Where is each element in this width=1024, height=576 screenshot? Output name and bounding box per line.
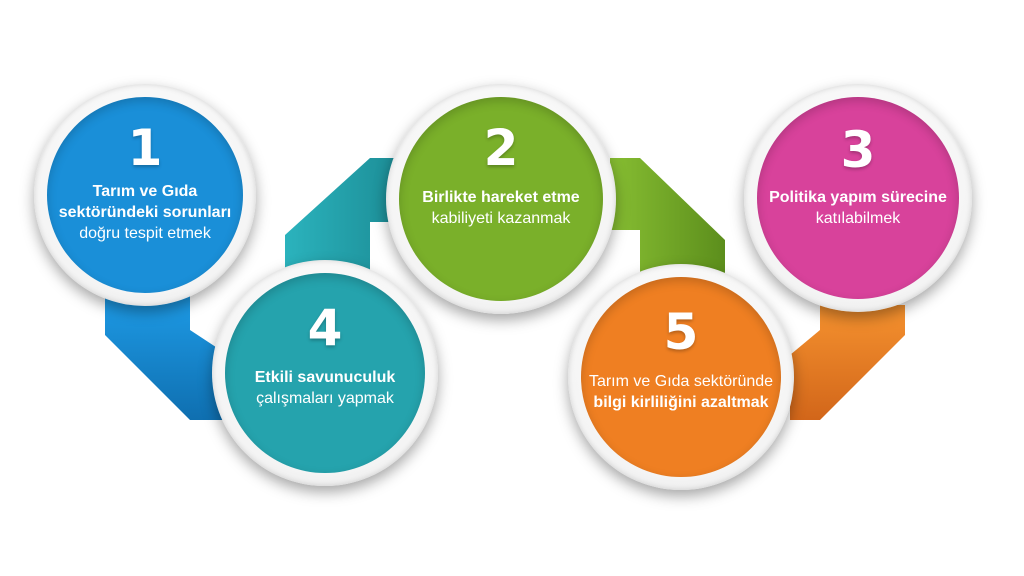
step-4-disc: 4 Etkili savunuculuk çalışmaları yapmak xyxy=(225,273,425,473)
step-2-circle: 2 Birlikte hareket etme kabiliyeti kazan… xyxy=(386,84,616,314)
step-3-disc: 3 Politika yapım sürecine katılabilmek xyxy=(757,97,959,299)
step-1-disc: 1 Tarım ve Gıda sektöründeki sorunları d… xyxy=(47,97,243,293)
step-4-number: 4 xyxy=(307,299,343,357)
step-5-number: 5 xyxy=(663,303,699,361)
ribbon-green xyxy=(610,158,725,290)
step-2-disc: 2 Birlikte hareket etme kabiliyeti kazan… xyxy=(399,97,603,301)
step-3-number: 3 xyxy=(840,121,876,179)
step-3-text-line-2: katılabilmek xyxy=(815,210,901,227)
step-5-text-line-2: bilgi kirliliğini azaltmak xyxy=(593,394,769,411)
step-1-number: 1 xyxy=(127,119,163,177)
step-3-text-line-1: Politika yapım sürecine xyxy=(769,189,947,206)
ribbon-orange xyxy=(790,305,905,420)
step-1-text-line-1: Tarım ve Gıda xyxy=(92,183,198,200)
ribbon-teal xyxy=(285,158,410,270)
step-1-text-line-2: sektöründeki sorunları xyxy=(58,204,232,221)
ribbon-blue xyxy=(105,295,228,420)
step-3-circle: 3 Politika yapım sürecine katılabilmek xyxy=(744,84,972,312)
step-5-text-line-1: Tarım ve Gıda sektöründe xyxy=(588,373,774,390)
step-2-text-line-1: Birlikte hareket etme xyxy=(422,189,580,206)
step-4-text-line-1: Etkili savunuculuk xyxy=(254,369,396,386)
step-1-text-line-3: doğru tespit etmek xyxy=(79,225,211,242)
step-5-disc: 5 Tarım ve Gıda sektöründe bilgi kirlili… xyxy=(581,277,781,477)
step-5-circle: 5 Tarım ve Gıda sektöründe bilgi kirlili… xyxy=(568,264,794,490)
step-2-number: 2 xyxy=(483,119,519,177)
step-4-circle: 4 Etkili savunuculuk çalışmaları yapmak xyxy=(212,260,438,486)
step-1-circle: 1 Tarım ve Gıda sektöründeki sorunları d… xyxy=(34,84,256,306)
step-2-text-line-2: kabiliyeti kazanmak xyxy=(431,210,571,227)
step-4-text-line-2: çalışmaları yapmak xyxy=(256,390,394,407)
